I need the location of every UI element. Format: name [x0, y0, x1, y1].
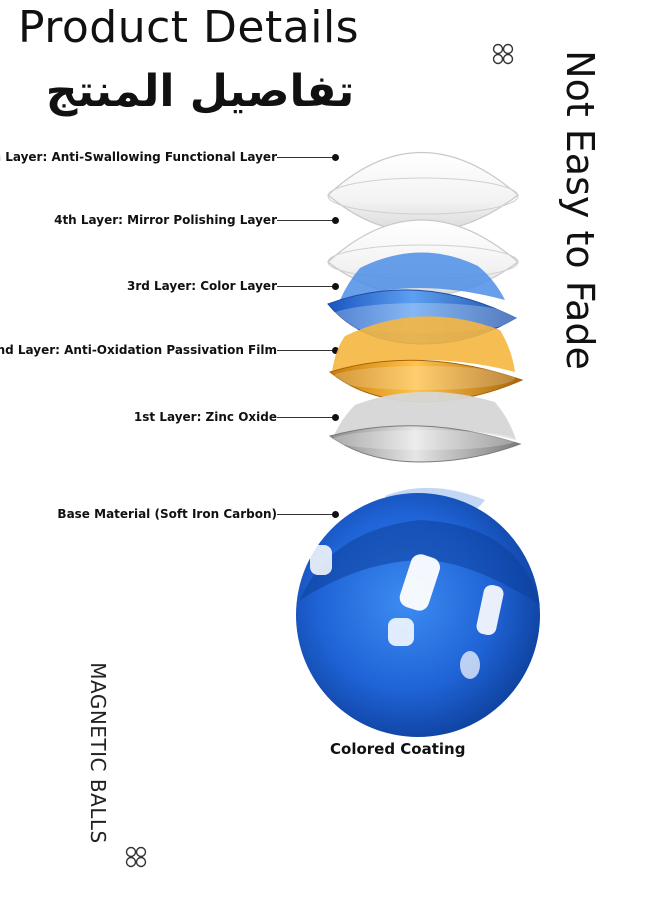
colored-coating-caption: Colored Coating [330, 740, 466, 758]
layer-label-4: 4th Layer: Mirror Polishing Layer [54, 213, 277, 227]
leader-line-5 [277, 154, 339, 161]
layer-1-shell [328, 391, 522, 463]
leader-line-2 [277, 347, 339, 354]
layer-label-2: 2nd Layer: Anti-Oxidation Passivation Fi… [0, 343, 277, 357]
leader-line-4 [277, 217, 339, 224]
layer-5-shell [327, 151, 519, 233]
layer-2-shell [328, 316, 524, 403]
layer-label-3: 3rd Layer: Color Layer [126, 279, 277, 293]
four-circles-icon [491, 42, 515, 66]
layer-label-base: Base Material (Soft Iron Carbon) [57, 507, 277, 521]
four-circles-icon [124, 845, 148, 869]
leader-line-3 [277, 283, 339, 290]
leader-line-base [277, 511, 339, 518]
layer-label-5: 5th Layer: Anti-Swallowing Functional La… [0, 150, 277, 164]
base-sphere [296, 487, 540, 737]
leader-line-1 [277, 414, 339, 421]
page-title: Product Details [18, 2, 360, 53]
page-subtitle-arabic: تفاصيل المنتج [45, 66, 355, 117]
layer-label-1: 1st Layer: Zinc Oxide [133, 410, 277, 424]
